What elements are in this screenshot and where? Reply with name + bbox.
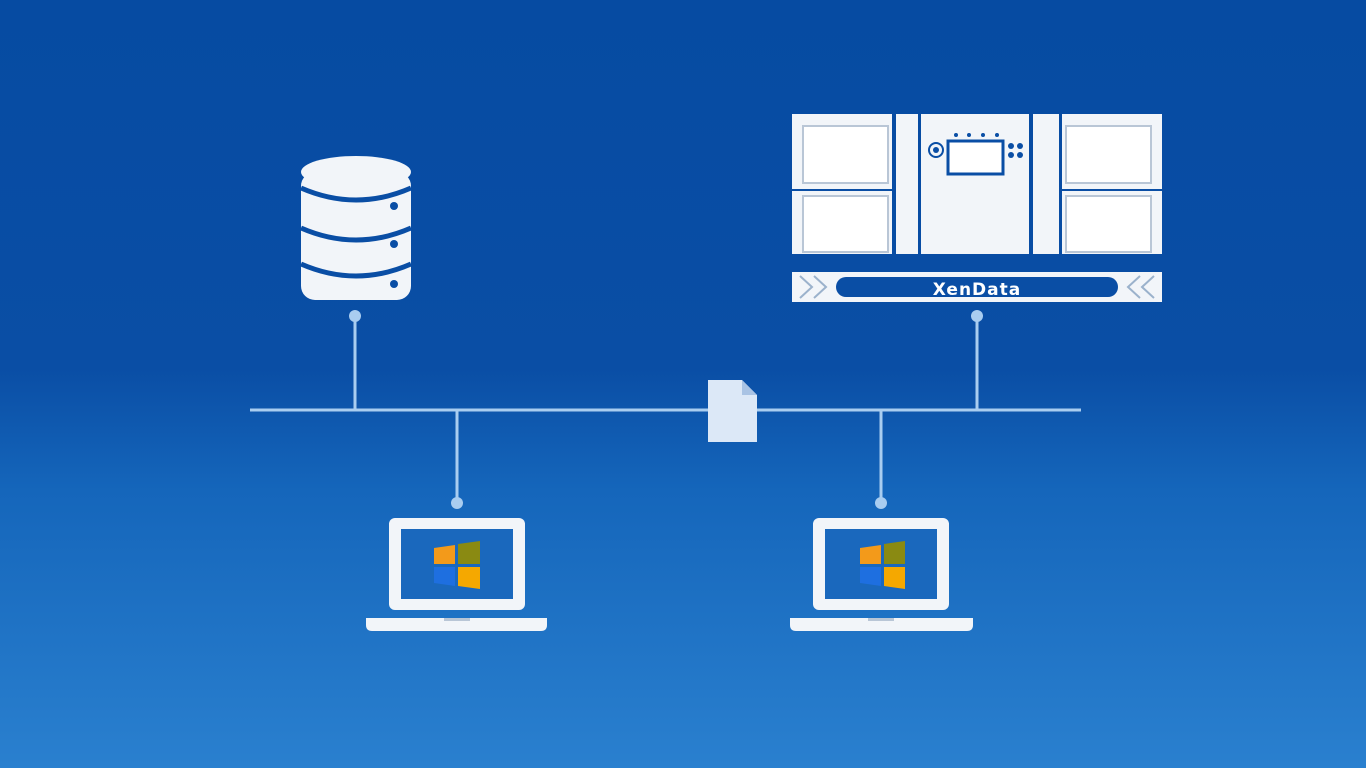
file-icon	[708, 380, 757, 442]
windows-logo-icon	[434, 541, 480, 589]
library-brand-label: XenData	[933, 280, 1021, 300]
windows-logo-icon	[860, 541, 905, 589]
network-nodes	[349, 310, 983, 509]
network-lines	[250, 316, 1081, 503]
database-node-dot	[349, 310, 361, 322]
laptop-left	[366, 518, 547, 631]
library-node-dot	[971, 310, 983, 322]
laptop-left-node-dot	[451, 497, 463, 509]
database-icon	[300, 156, 412, 300]
laptop-right-node-dot	[875, 497, 887, 509]
tape-library-icon: XenData	[792, 114, 1162, 302]
laptop-right	[790, 518, 973, 631]
